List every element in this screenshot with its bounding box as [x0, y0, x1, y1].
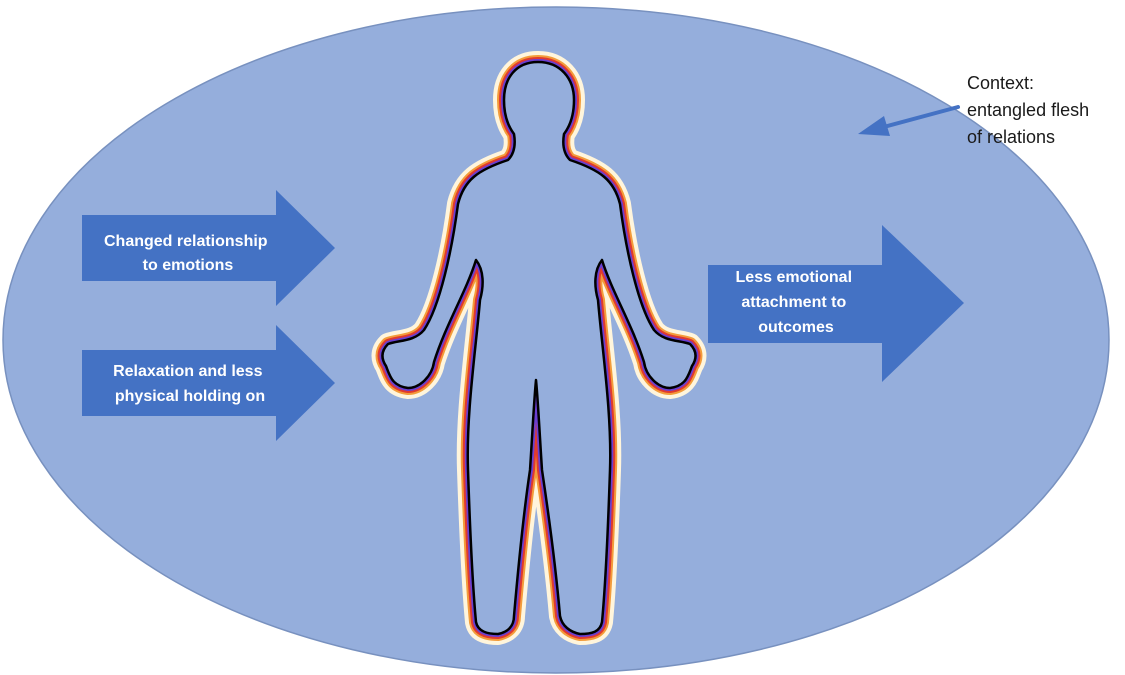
arrow-relaxation-line-1: Relaxation and less — [113, 363, 262, 380]
context-label-line-2: entangled flesh — [967, 100, 1089, 120]
arrow-outcomes: Less emotional attachment to outcomes — [708, 225, 964, 382]
context-label-line-1: Context: — [967, 73, 1034, 93]
arrow-emotions: Changed relationship to emotions — [82, 190, 335, 306]
arrow-relaxation-line-2: physical holding on — [115, 388, 265, 405]
arrow-emotions-line-1: Changed relationship — [104, 233, 268, 250]
arrow-outcomes-line-2: attachment to — [741, 294, 846, 311]
arrow-emotions-shape — [82, 190, 335, 306]
svg-text:Less emotional attachmen: Less emotional attachment to outcomes — [736, 269, 857, 336]
arrow-relaxation: Relaxation and less physical holding on — [82, 325, 335, 441]
arrow-outcomes-line-1: Less emotional — [736, 269, 852, 286]
context-pointer-arrow — [858, 105, 960, 136]
arrow-outcomes-shape — [708, 225, 964, 382]
context-label-line-3: of relations — [967, 127, 1055, 147]
context-pointer-line — [878, 105, 960, 130]
svg-text:Relaxation and less phys: Relaxation and less physical holding on — [113, 363, 267, 405]
arrow-outcomes-line-3: outcomes — [758, 319, 834, 336]
context-label: Context: entangled flesh of relations — [967, 73, 1094, 147]
context-pointer-head — [858, 116, 890, 136]
arrow-emotions-line-2: to emotions — [143, 257, 234, 274]
arrow-relaxation-shape — [82, 325, 335, 441]
svg-text:Changed relationship to: Changed relationship to emotions — [104, 233, 272, 274]
